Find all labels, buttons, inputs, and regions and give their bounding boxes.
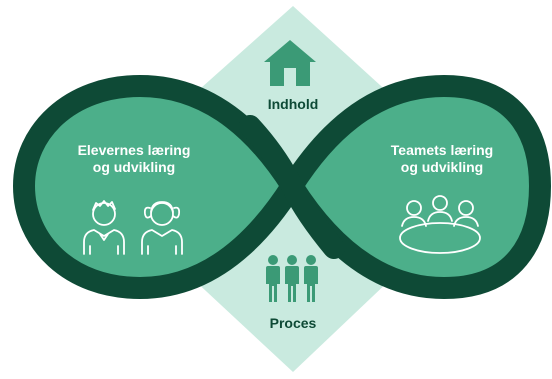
top-label: Indhold bbox=[267, 96, 319, 112]
meeting-table-icon bbox=[399, 195, 481, 254]
right-loop-label: Teamets læring og udvikling bbox=[364, 142, 520, 176]
diamond-background bbox=[192, 6, 392, 188]
bottom-label: Proces bbox=[269, 315, 317, 331]
students-icon bbox=[83, 200, 183, 255]
left-loop bbox=[13, 75, 303, 299]
left-loop-label: Elevernes læring og udvikling bbox=[56, 142, 212, 176]
left-loop-label-line1: Elevernes læring bbox=[77, 142, 191, 158]
right-loop bbox=[281, 75, 551, 299]
team-standing-icon bbox=[266, 255, 318, 302]
house-icon bbox=[264, 40, 316, 86]
right-loop-label-line2: og udvikling bbox=[400, 159, 484, 175]
loop-crossing bbox=[239, 115, 345, 259]
right-loop-label-line1: Teamets læring bbox=[390, 142, 494, 158]
left-loop-label-line2: og udvikling bbox=[92, 159, 176, 175]
